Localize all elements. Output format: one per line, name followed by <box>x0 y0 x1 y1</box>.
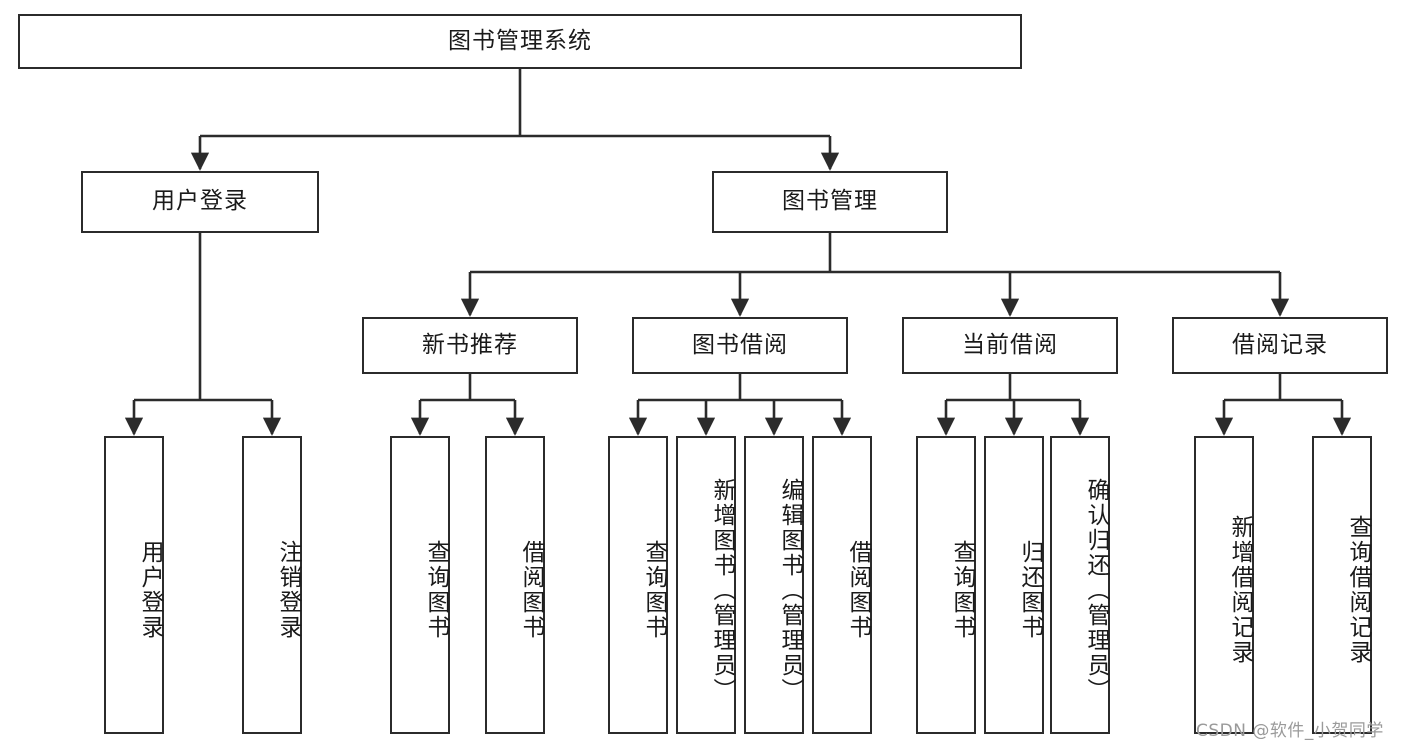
node-label: 注销登录 <box>275 540 301 640</box>
node-book-manage: 图书管理 <box>712 171 948 233</box>
node-leaf-confirm-return-cb: 确认归还（管理员） <box>1050 436 1110 734</box>
node-label: 新增图书（管理员） <box>709 477 735 703</box>
node-label: 归还图书 <box>1017 540 1043 640</box>
node-label: 查询借阅记录 <box>1345 515 1371 665</box>
node-leaf-query-book-cb: 查询图书 <box>916 436 976 734</box>
node-label: 图书管理系统 <box>448 27 592 54</box>
node-user-login: 用户登录 <box>81 171 319 233</box>
node-label: 查询图书 <box>949 540 975 640</box>
node-label: 用户登录 <box>137 540 163 640</box>
node-current-borrow: 当前借阅 <box>902 317 1118 374</box>
node-label: 编辑图书（管理员） <box>777 477 803 703</box>
node-new-book-rec: 新书推荐 <box>362 317 578 374</box>
node-leaf-query-book-rec: 查询图书 <box>390 436 450 734</box>
node-label: 借阅记录 <box>1232 331 1328 358</box>
node-leaf-query-book-bb: 查询图书 <box>608 436 668 734</box>
node-label: 借阅图书 <box>845 540 871 640</box>
node-leaf-query-record-br: 查询借阅记录 <box>1312 436 1372 734</box>
node-label: 图书管理 <box>782 188 878 215</box>
node-leaf-user-login: 用户登录 <box>104 436 164 734</box>
node-label: 查询图书 <box>641 540 667 640</box>
node-leaf-borrow-book-bb: 借阅图书 <box>812 436 872 734</box>
node-label: 用户登录 <box>152 188 248 215</box>
node-borrow-record: 借阅记录 <box>1172 317 1388 374</box>
node-root: 图书管理系统 <box>18 14 1022 69</box>
node-label: 新书推荐 <box>422 331 518 358</box>
node-leaf-logout: 注销登录 <box>242 436 302 734</box>
node-label: 图书借阅 <box>692 331 788 358</box>
node-label: 当前借阅 <box>962 331 1058 358</box>
node-label: 确认归还（管理员） <box>1083 477 1109 703</box>
node-label: 查询图书 <box>423 540 449 640</box>
node-leaf-return-book-cb: 归还图书 <box>984 436 1044 734</box>
node-label: 新增借阅记录 <box>1227 515 1253 665</box>
node-book-borrow: 图书借阅 <box>632 317 848 374</box>
node-leaf-borrow-book-rec: 借阅图书 <box>485 436 545 734</box>
node-leaf-add-record-br: 新增借阅记录 <box>1194 436 1254 734</box>
node-label: 借阅图书 <box>518 540 544 640</box>
node-leaf-add-book-bb: 新增图书（管理员） <box>676 436 736 734</box>
node-leaf-edit-book-bb: 编辑图书（管理员） <box>744 436 804 734</box>
